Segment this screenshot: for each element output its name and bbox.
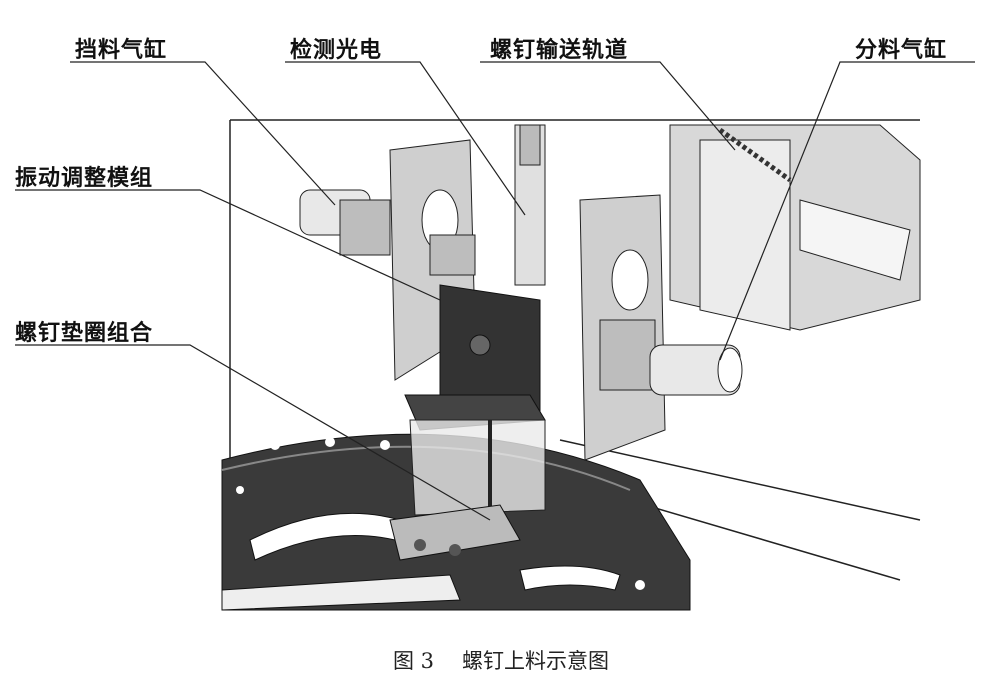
- label-vibration-module: 振动调整模组: [15, 166, 154, 191]
- figure-title: 螺钉上料示意图: [462, 649, 610, 673]
- label-split-cylinder: 分料气缸: [855, 38, 948, 63]
- figure-caption: 图 3 螺钉上料示意图: [0, 645, 1002, 675]
- leader-screw-washer: [15, 344, 491, 521]
- leader-detection-sensor: [285, 61, 526, 216]
- label-screw-feed-track: 螺钉输送轨道: [490, 38, 629, 63]
- leader-split-cylinder: [719, 61, 975, 361]
- leader-vibration-module: [15, 189, 441, 301]
- leader-screw-feed-track: [480, 61, 736, 151]
- leader-stop-cylinder: [70, 61, 336, 206]
- label-screw-washer-assembly: 螺钉垫圈组合: [15, 321, 154, 346]
- figure-number: 图 3: [392, 649, 435, 673]
- label-detection-sensor: 检测光电: [290, 38, 383, 63]
- label-stop-cylinder: 挡料气缸: [75, 38, 168, 63]
